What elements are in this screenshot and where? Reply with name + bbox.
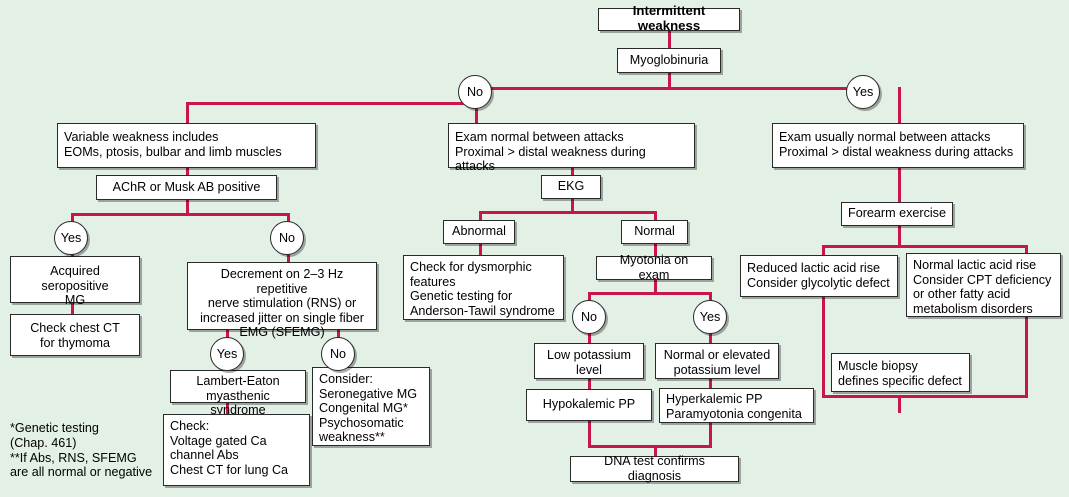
node-ekg-abnormal[interactable]: Abnormal [443, 220, 515, 244]
node-hypokalemic-pp[interactable]: Hypokalemic PP [526, 389, 652, 421]
connector-abnormal-to-dysmorphic [479, 243, 482, 256]
branch-label-top-no[interactable]: No [458, 75, 492, 109]
connector-ekg-split [479, 211, 657, 214]
connector-lactic-join [822, 395, 1028, 398]
connector-myotonia-yes-stub [709, 292, 712, 304]
branch-label-decrement-no[interactable]: No [321, 337, 355, 371]
connector-root-to-myoglobinuria [668, 30, 671, 48]
branch-label-achr-yes[interactable]: Yes [54, 221, 88, 255]
node-reduced-lactic-acid[interactable]: Reduced lactic acid rise Consider glycol… [740, 255, 898, 297]
connector-dna-join [588, 445, 712, 448]
connector-normk-to-hyperkalemic [709, 378, 712, 388]
connector-yes-to-normal-potassium [709, 333, 712, 344]
connector-to-dna-test [654, 445, 657, 457]
branch-label-myotonia-yes[interactable]: Yes [693, 300, 727, 334]
node-low-potassium-level[interactable]: Low potassium level [534, 343, 644, 379]
node-myotonia-on-exam[interactable]: Myotonia on exam [596, 253, 712, 282]
connector-forearm-down [898, 226, 901, 248]
connector-decrement-no-stub [337, 330, 340, 342]
node-acquired-seropositive-mg[interactable]: Acquired seropositive MG [10, 256, 140, 307]
connector-reduced-lactic-left-rail [822, 245, 825, 397]
branch-label-decrement-yes[interactable]: Yes [210, 337, 244, 371]
connector-normal-to-myotonia [654, 243, 657, 256]
node-consider-seronegative[interactable]: Consider: Seronegative MG Congenital MG*… [312, 367, 430, 446]
branch-label-top-yes[interactable]: Yes [846, 75, 880, 109]
node-check-chest-ct[interactable]: Check chest CT for thymoma [10, 314, 140, 356]
node-ekg[interactable]: EKG [541, 175, 601, 199]
node-exam-normal-between-attacks[interactable]: Exam normal between attacks Proximal > d… [448, 123, 695, 173]
connector-lambert-to-check [226, 403, 229, 416]
connector-lowk-to-hypokalemic [588, 378, 591, 390]
connector-ekg-down [571, 199, 574, 213]
node-intermittent-weakness[interactable]: Intermittent weakness [598, 4, 740, 33]
connector-to-muscle-biopsy [898, 395, 901, 413]
connector-decrement-yes-stub [226, 330, 229, 342]
connector-myoglobinuria-down [668, 73, 671, 89]
connector-acquired-to-chestct [71, 303, 74, 316]
node-exam-usually-normal[interactable]: Exam usually normal between attacks Prox… [772, 123, 1024, 168]
connector-achr-split [71, 213, 289, 216]
node-check-voltage-gated-ca[interactable]: Check: Voltage gated Ca channel Abs Ches… [163, 414, 310, 486]
connector-normal-lactic-right-rail [1025, 245, 1028, 397]
connector-exam-usually-to-forearm [898, 168, 901, 204]
connector-left-middle-horizontal [186, 102, 478, 105]
node-dna-test-confirms[interactable]: DNA test confirms diagnosis [570, 454, 739, 483]
connector-to-exam-usually-normal [898, 87, 901, 124]
connector-hyperkalemic-down [709, 421, 712, 447]
connector-top-horizontal [475, 87, 865, 90]
connector-achr-yes-stub [71, 213, 74, 226]
connector-to-normal [654, 211, 657, 222]
node-decrement-rns-sfemg[interactable]: Decrement on 2–3 Hz repetitive nerve sti… [187, 262, 377, 339]
connector-achr-no-stub [287, 213, 290, 226]
connector-no-to-low-potassium [588, 333, 591, 344]
connector-forearm-split [822, 245, 1028, 248]
connector-exam-to-ekg [571, 168, 574, 180]
connector-achr-down [186, 200, 189, 215]
connector-no-to-decrement [287, 254, 290, 264]
connector-to-abnormal [479, 211, 482, 222]
node-muscle-biopsy[interactable]: Muscle biopsy defines specific defect [831, 353, 970, 392]
node-forearm-exercise[interactable]: Forearm exercise [841, 202, 953, 226]
connector-myotonia-no-stub [588, 292, 591, 304]
node-normal-or-elevated-potassium[interactable]: Normal or elevated potassium level [655, 343, 779, 379]
branch-label-myotonia-no[interactable]: No [572, 300, 606, 334]
node-achr-musk[interactable]: AChR or Musk AB positive [96, 175, 277, 200]
footnote-text: *Genetic testing (Chap. 461) **If Abs, R… [10, 421, 153, 480]
connector-myotonia-split [588, 292, 712, 295]
node-hyperkalemic-pp[interactable]: Hyperkalemic PP Paramyotonia congenita [659, 388, 814, 423]
connector-hypokalemic-down [588, 421, 591, 447]
node-lambert-eaton[interactable]: Lambert-Eaton myasthenic syndrome [170, 370, 306, 417]
connector-to-variable-weakness [186, 102, 189, 124]
connector-myotonia-down [654, 279, 657, 294]
branch-label-achr-no[interactable]: No [270, 221, 304, 255]
connector-to-exam-normal [475, 102, 478, 124]
node-ekg-normal[interactable]: Normal [621, 220, 688, 244]
node-myoglobinuria[interactable]: Myoglobinuria [617, 48, 721, 73]
node-normal-lactic-acid[interactable]: Normal lactic acid rise Consider CPT def… [906, 253, 1061, 317]
node-variable-weakness[interactable]: Variable weakness includes EOMs, ptosis,… [57, 123, 316, 168]
node-check-dysmorphic-features[interactable]: Check for dysmorphic features Genetic te… [403, 255, 564, 320]
